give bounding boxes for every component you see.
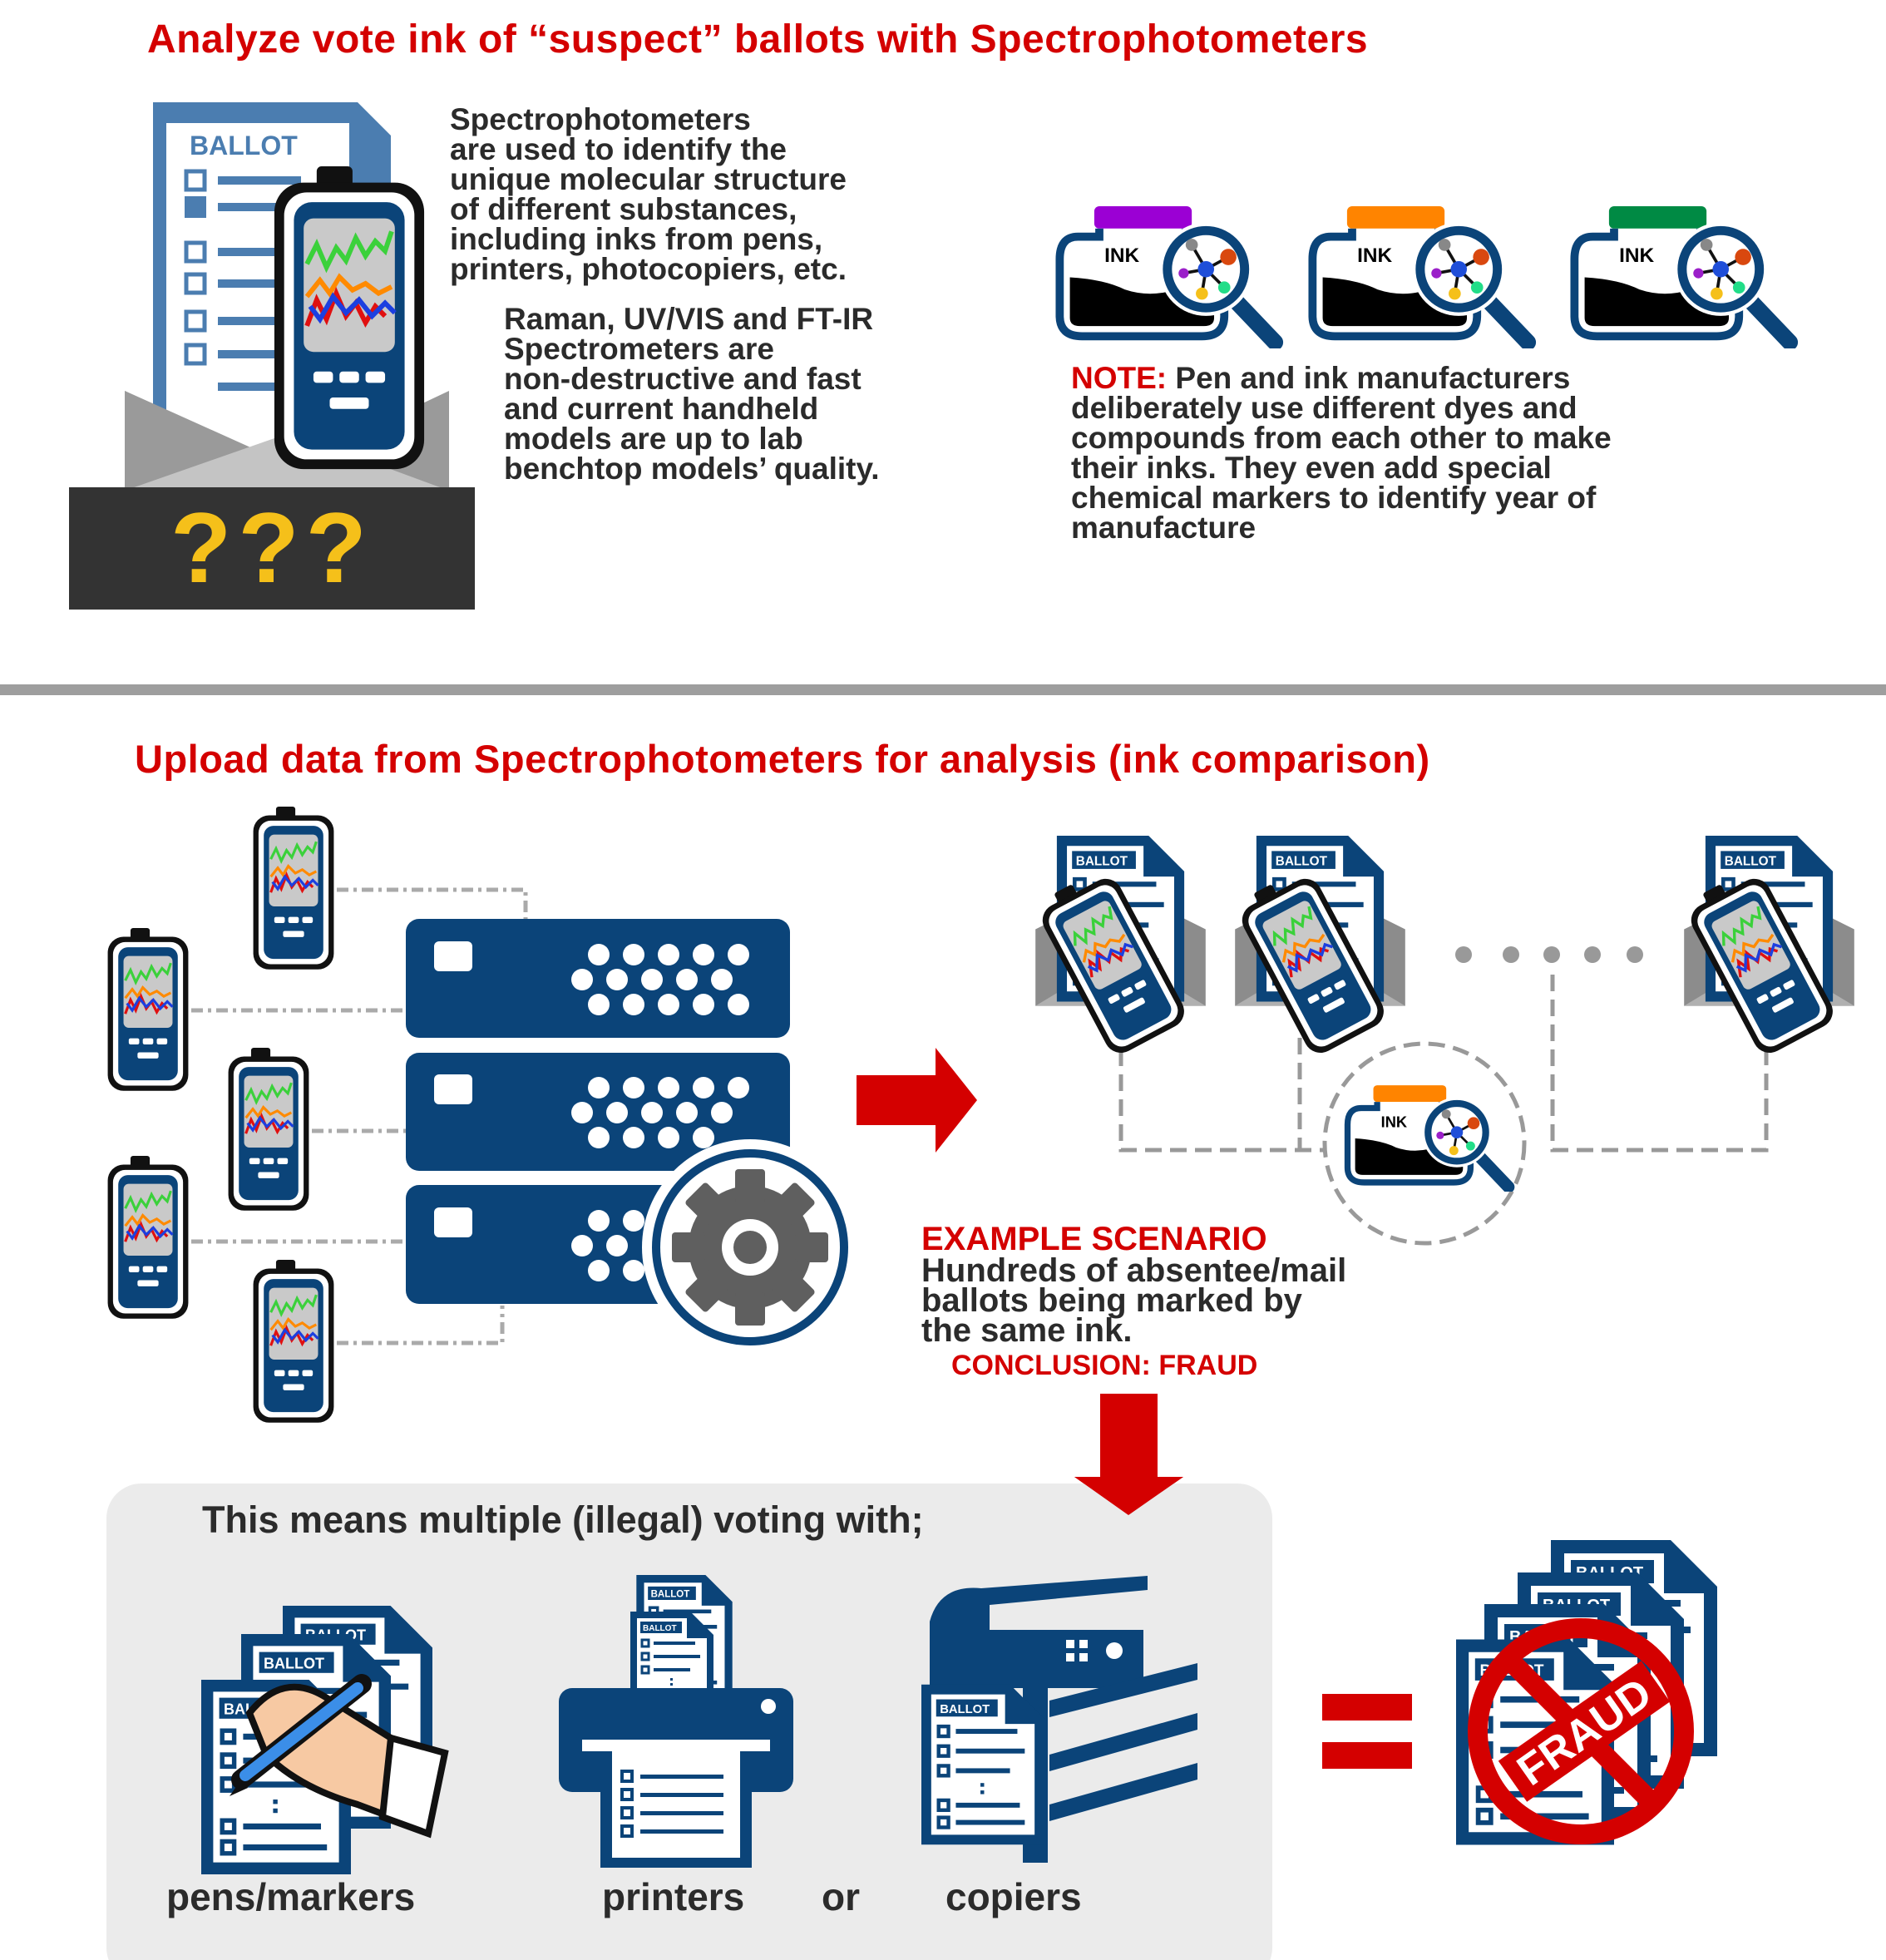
label-copiers: copiers (945, 1875, 1082, 1918)
text-line: of different substances, (450, 192, 797, 226)
server-icon (406, 919, 861, 1358)
ink-jar-green-icon (1574, 206, 1790, 343)
arrow-right-icon (857, 1048, 977, 1153)
svg-text:BALLOT: BALLOT (190, 131, 298, 160)
text-line: printers, photocopiers, etc. (450, 252, 847, 286)
ballot-illustration: BALLOT (125, 102, 449, 516)
ballot-with-scanner-icon (1032, 836, 1205, 1059)
spectrophotometer-icon (274, 166, 424, 469)
text-line: Spectrophotometers (450, 102, 751, 136)
text-line: the same ink. (921, 1312, 1133, 1349)
printer-icon (559, 1575, 793, 1868)
copier-icon (921, 1576, 1197, 1863)
methods-heading: This means multiple (illegal) voting wit… (202, 1498, 924, 1541)
ballot-with-scanner-icon (1681, 836, 1854, 1059)
text-line: Pen and ink manufacturers (1167, 361, 1571, 395)
text-line: Hundreds of absentee/mail (921, 1252, 1347, 1289)
text-line: benchtop models’ quality. (504, 452, 880, 486)
spectrophotometer-description: Spectrophotometers are used to identify … (450, 102, 847, 286)
spectrophotometer-icon (251, 1260, 336, 1424)
spectrophotometer-icon (106, 1156, 190, 1321)
example-scenario: EXAMPLE SCENARIO Hundreds of absentee/ma… (921, 1222, 1346, 1385)
text-line: their inks. They even add special (1071, 451, 1552, 485)
text-line: non-destructive and fast (504, 362, 862, 396)
question-box (69, 487, 475, 610)
conclusion: CONCLUSION: FRAUD (951, 1350, 1258, 1381)
label-pens-markers: pens/markers (166, 1875, 416, 1918)
text-line: Raman, UV/VIS and FT-IR (504, 302, 874, 336)
note-label: NOTE: (1071, 361, 1168, 395)
device-connectors (191, 887, 528, 1345)
text-line: compounds from each other to make (1071, 421, 1612, 455)
ellipsis-dots (1455, 946, 1643, 963)
pen-marking-ballots-icon (201, 1606, 449, 1874)
ink-note: NOTE: Pen and ink manufacturers delibera… (1071, 363, 1612, 543)
label-printers: printers (602, 1875, 745, 1918)
spectrophotometer-icon (106, 928, 190, 1093)
label-or: or (822, 1875, 860, 1918)
example-title: EXAMPLE SCENARIO (921, 1221, 1267, 1257)
equals-sign (1322, 1694, 1412, 1769)
spectrophotometer-icon (251, 807, 336, 971)
text-line: Spectrometers are (504, 332, 774, 366)
text-line: chemical markers to identify year of (1071, 481, 1597, 515)
spectrophotometer-icon (226, 1048, 311, 1212)
text-line: deliberately use different dyes and (1071, 391, 1577, 425)
section-divider (0, 684, 1886, 695)
text-line: and current handheld (504, 392, 819, 426)
fraud-ballots-icon: FRAUD (1456, 1540, 1717, 1845)
text-line: models are up to lab (504, 422, 803, 456)
text-line: ballots being marked by (921, 1282, 1302, 1319)
ink-jar-purple-icon (1059, 206, 1275, 343)
ballot-with-scanner-icon (1232, 836, 1405, 1059)
text-line: unique molecular structure (450, 162, 847, 196)
section1-title: Analyze vote ink of “suspect” ballots wi… (147, 17, 1369, 62)
text-line: manufacture (1071, 511, 1257, 545)
ink-jar-orange-icon (1312, 206, 1528, 343)
section2-title: Upload data from Spectrophotometers for … (135, 737, 1430, 781)
text-line: are used to identify the (450, 132, 787, 166)
text-line: including inks from pens, (450, 222, 823, 256)
spectrometer-types-description: Raman, UV/VIS and FT-IR Spectrometers ar… (504, 304, 880, 484)
question-marks: ??? (170, 492, 373, 604)
